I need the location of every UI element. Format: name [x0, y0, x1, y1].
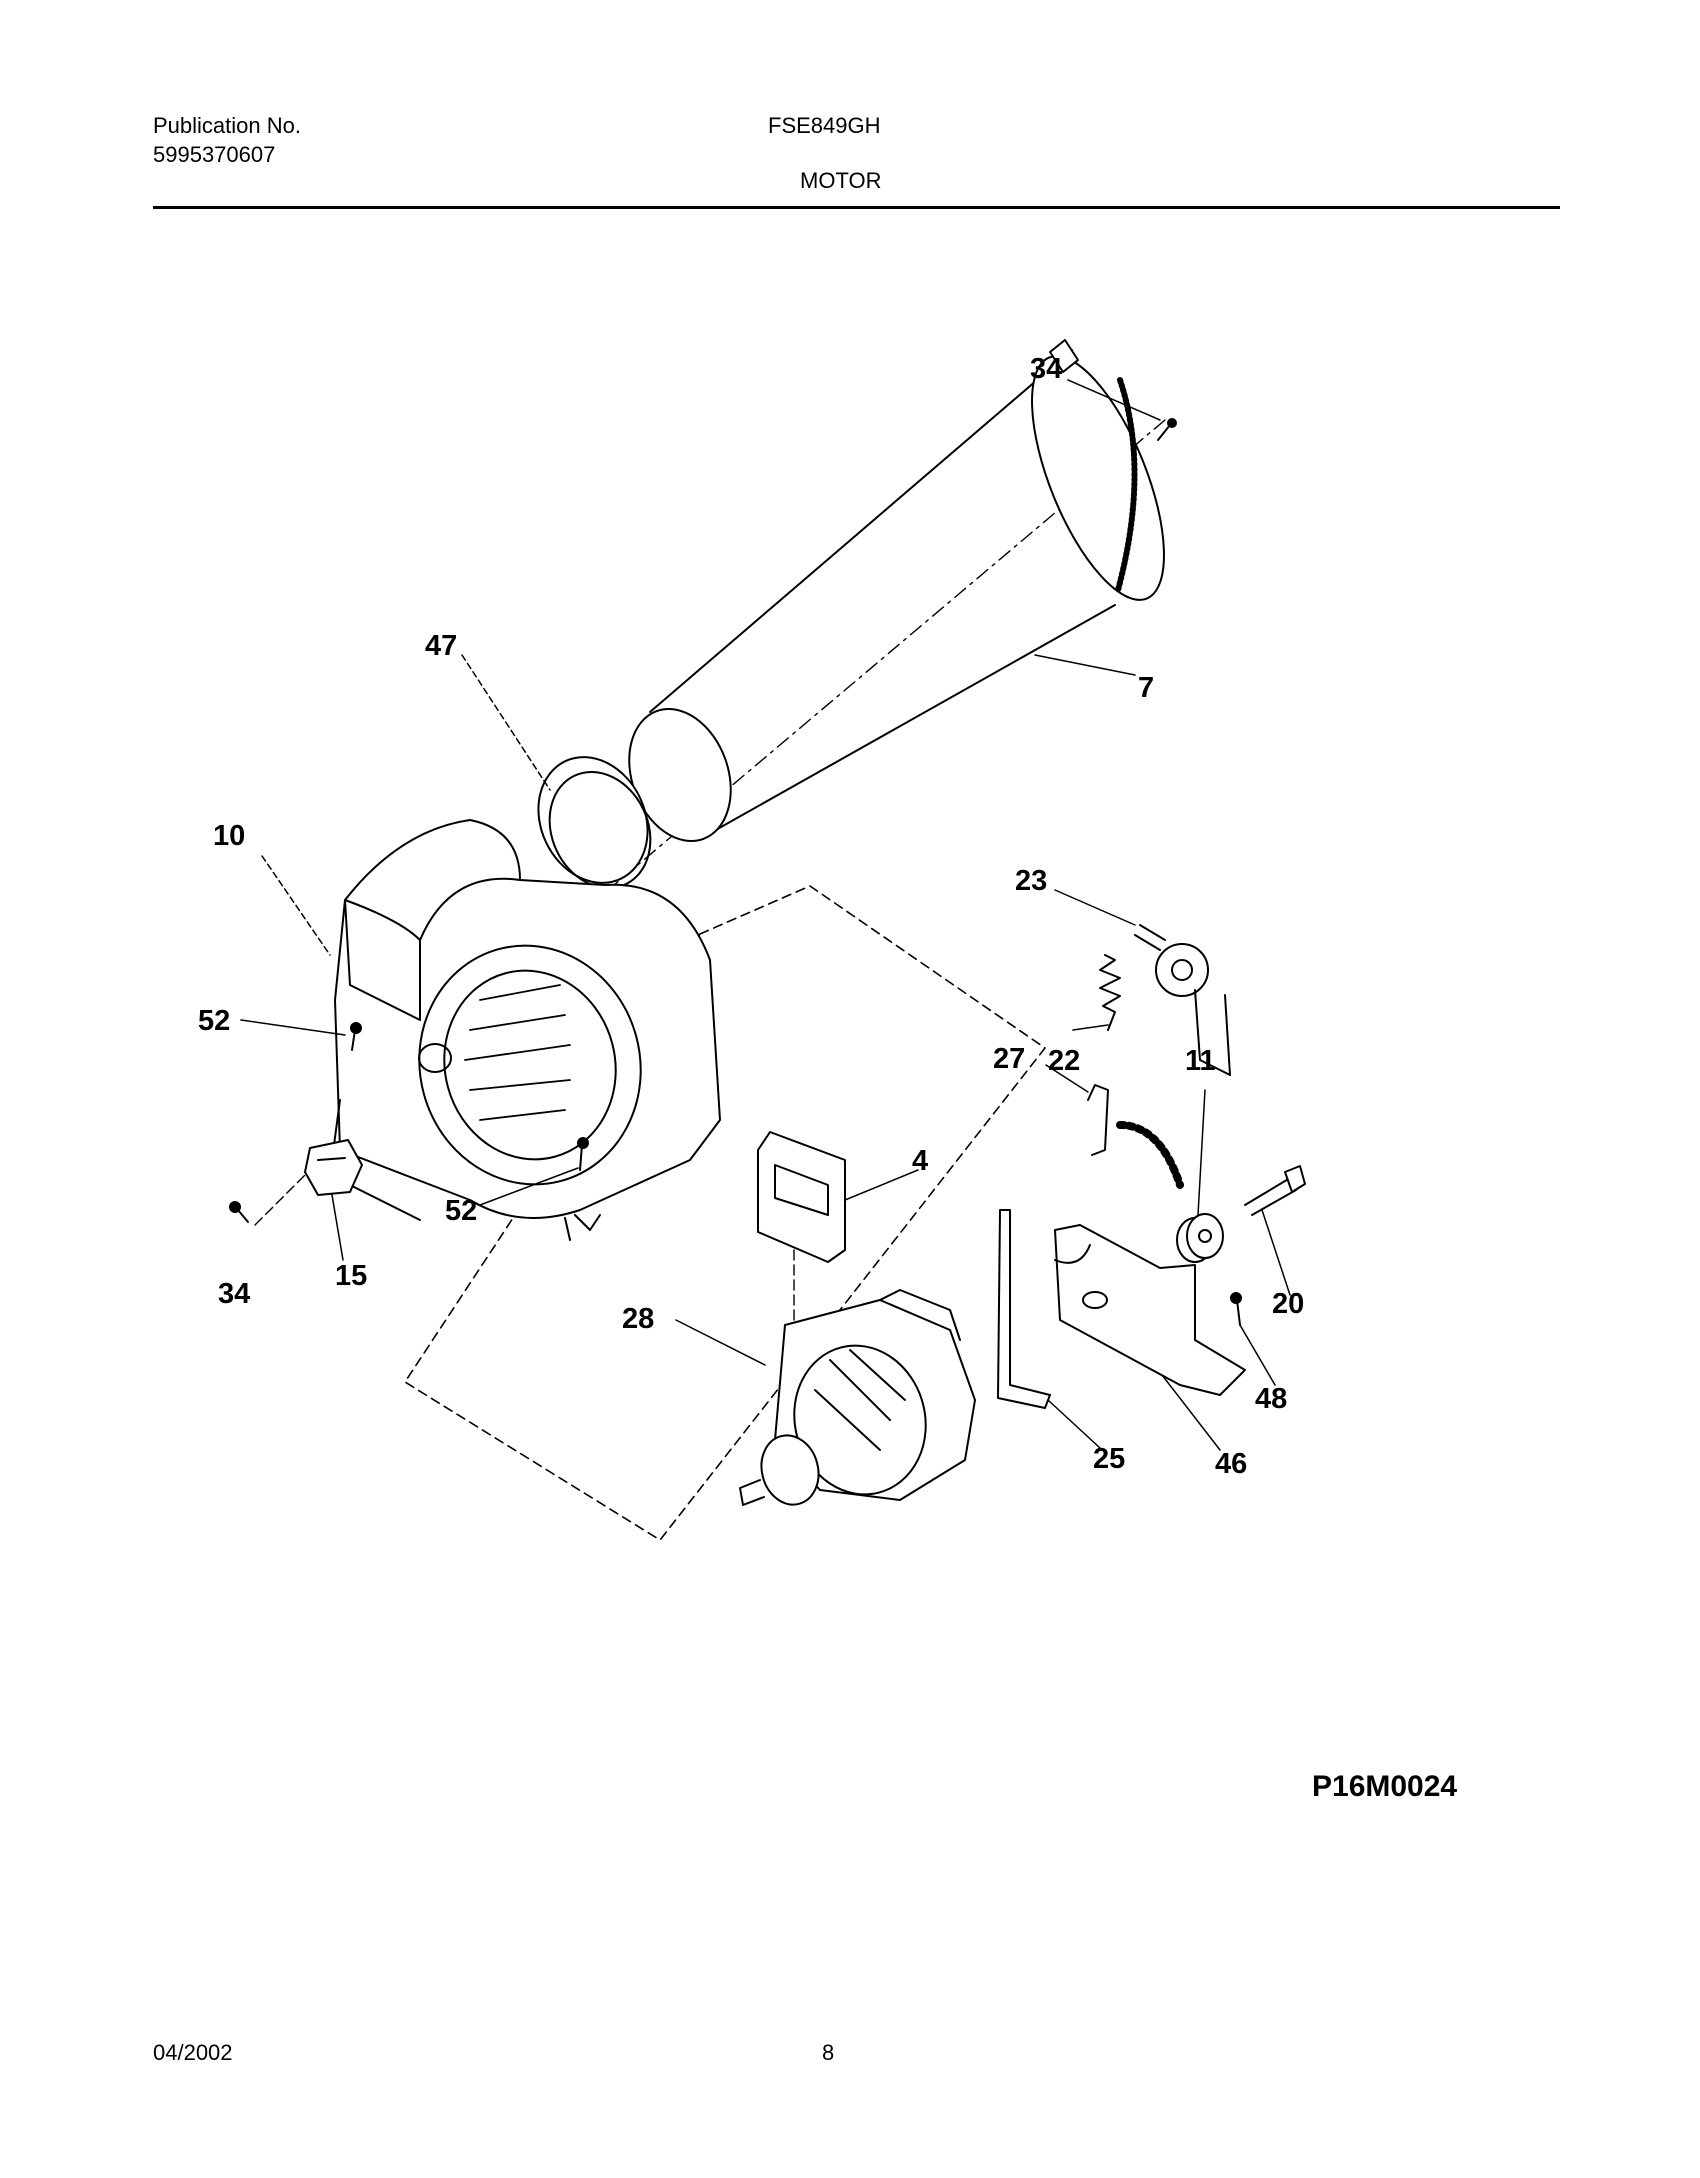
callout-48: 48	[1255, 1383, 1287, 1415]
callout-28: 28	[622, 1303, 654, 1335]
callout-25: 25	[1093, 1443, 1125, 1475]
drive-motor	[739, 1289, 976, 1506]
callout-52-bottom: 52	[445, 1195, 477, 1227]
page-number: 8	[822, 2040, 835, 2065]
model-number: FSE849GH	[768, 113, 881, 138]
publication-label: Publication No.	[153, 113, 301, 138]
assembly-outline	[404, 885, 1046, 1541]
duct-centerline	[459, 419, 1166, 1016]
idler-pulley	[1134, 924, 1231, 1076]
screw-48	[1230, 1292, 1242, 1326]
callout-10: 10	[213, 820, 245, 852]
callout-23: 23	[1015, 865, 1047, 897]
callout-20: 20	[1272, 1288, 1304, 1320]
callout-47: 47	[425, 630, 457, 662]
callout-15: 15	[335, 1260, 367, 1292]
callout-27: 27	[993, 1043, 1025, 1075]
motor-mount-plate	[1054, 1224, 1246, 1396]
belt-clip	[1087, 1084, 1184, 1189]
pivot-bolt	[1244, 1165, 1306, 1216]
callout-52-left: 52	[198, 1005, 230, 1037]
callout-46: 46	[1215, 1448, 1247, 1480]
callout-34-top: 34	[1030, 353, 1062, 385]
leader-lines	[240, 379, 1291, 1451]
guard-rod	[997, 1209, 1051, 1409]
idler-wheel	[1176, 1213, 1224, 1263]
header-rule	[153, 206, 1560, 209]
screw-34-left	[229, 1201, 249, 1223]
screw-52-bottom	[577, 1137, 589, 1171]
duct-seal-ring	[537, 756, 652, 890]
motor-mount-bracket	[757, 1131, 846, 1263]
callout-7: 7	[1138, 672, 1154, 704]
callout-34-left: 34	[218, 1278, 250, 1310]
motor-switch	[304, 1139, 363, 1196]
exhaust-duct	[628, 339, 1165, 842]
callout-4: 4	[912, 1145, 928, 1177]
idler-spring	[1099, 954, 1121, 1031]
blower-housing	[329, 819, 721, 1241]
callout-11: 11	[1185, 1045, 1216, 1077]
callout-22: 22	[1048, 1045, 1080, 1077]
publication-date: 04/2002	[153, 2040, 233, 2065]
drawing-code: P16M0024	[1312, 1770, 1458, 1803]
publication-number: 5995370607	[153, 142, 276, 167]
section-title: MOTOR	[800, 168, 882, 193]
screw-52-left	[350, 1022, 362, 1051]
screw-34-top	[1157, 418, 1177, 441]
